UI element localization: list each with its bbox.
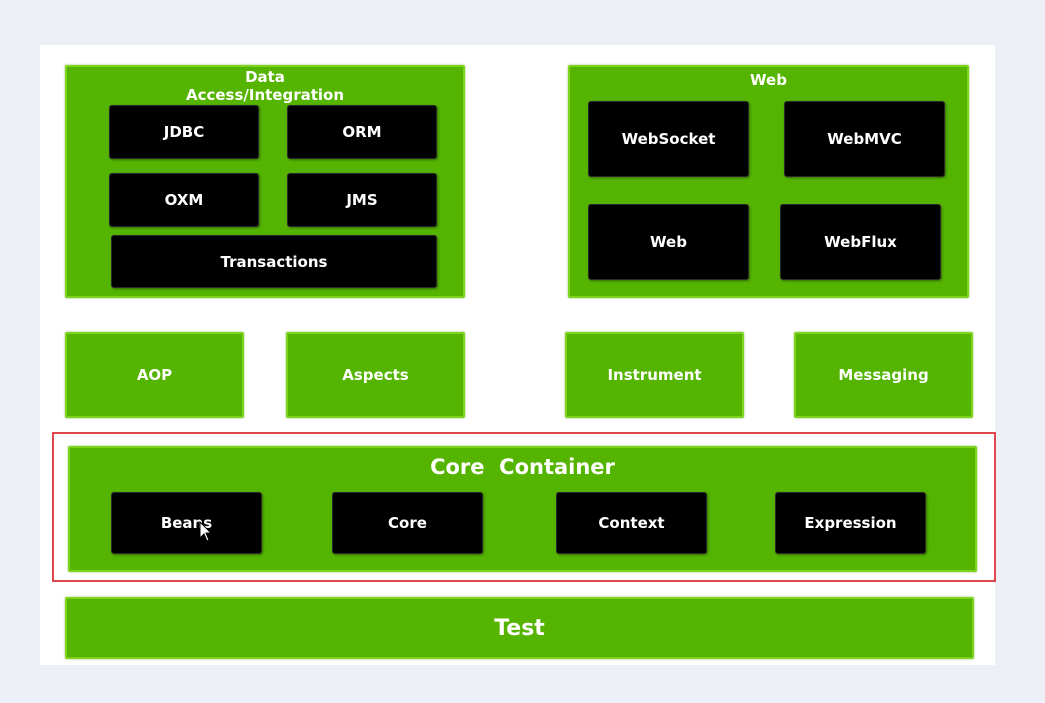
module-webmvc: WebMVC	[784, 101, 945, 177]
module-messaging: Messaging	[794, 332, 973, 418]
module-jms: JMS	[287, 173, 437, 227]
module-transactions: Transactions	[111, 235, 437, 288]
module-jdbc: JDBC	[109, 105, 259, 159]
data-access-integration-title: Data Access/Integration	[185, 68, 345, 104]
module-aop-label: AOP	[136, 366, 173, 384]
module-web: Web	[588, 204, 749, 280]
mouse-cursor-icon	[199, 521, 213, 542]
core-container-title: Core Container	[430, 455, 615, 479]
module-test-label: Test	[494, 615, 545, 641]
module-expression: Expression	[775, 492, 926, 554]
module-instrument: Instrument	[565, 332, 744, 418]
module-core: Core	[332, 492, 483, 554]
module-context: Context	[556, 492, 707, 554]
module-test: Test	[65, 597, 974, 659]
module-websocket: WebSocket	[588, 101, 749, 177]
module-oxm: OXM	[109, 173, 259, 227]
module-instrument-label: Instrument	[607, 366, 702, 384]
core-container-group: Core Container Beans Core Context Expres…	[68, 446, 977, 572]
web-group: Web WebSocket WebMVC Web WebFlux	[568, 65, 969, 298]
module-webflux: WebFlux	[780, 204, 941, 280]
web-title: Web	[750, 71, 787, 89]
module-aspects: Aspects	[286, 332, 465, 418]
module-aspects-label: Aspects	[342, 366, 409, 384]
core-container-highlight-frame	[52, 432, 996, 582]
data-access-integration-group: Data Access/Integration JDBC ORM OXM JMS…	[65, 65, 465, 298]
module-messaging-label: Messaging	[838, 366, 929, 384]
module-beans: Beans	[111, 492, 262, 554]
module-orm: ORM	[287, 105, 437, 159]
module-aop: AOP	[65, 332, 244, 418]
